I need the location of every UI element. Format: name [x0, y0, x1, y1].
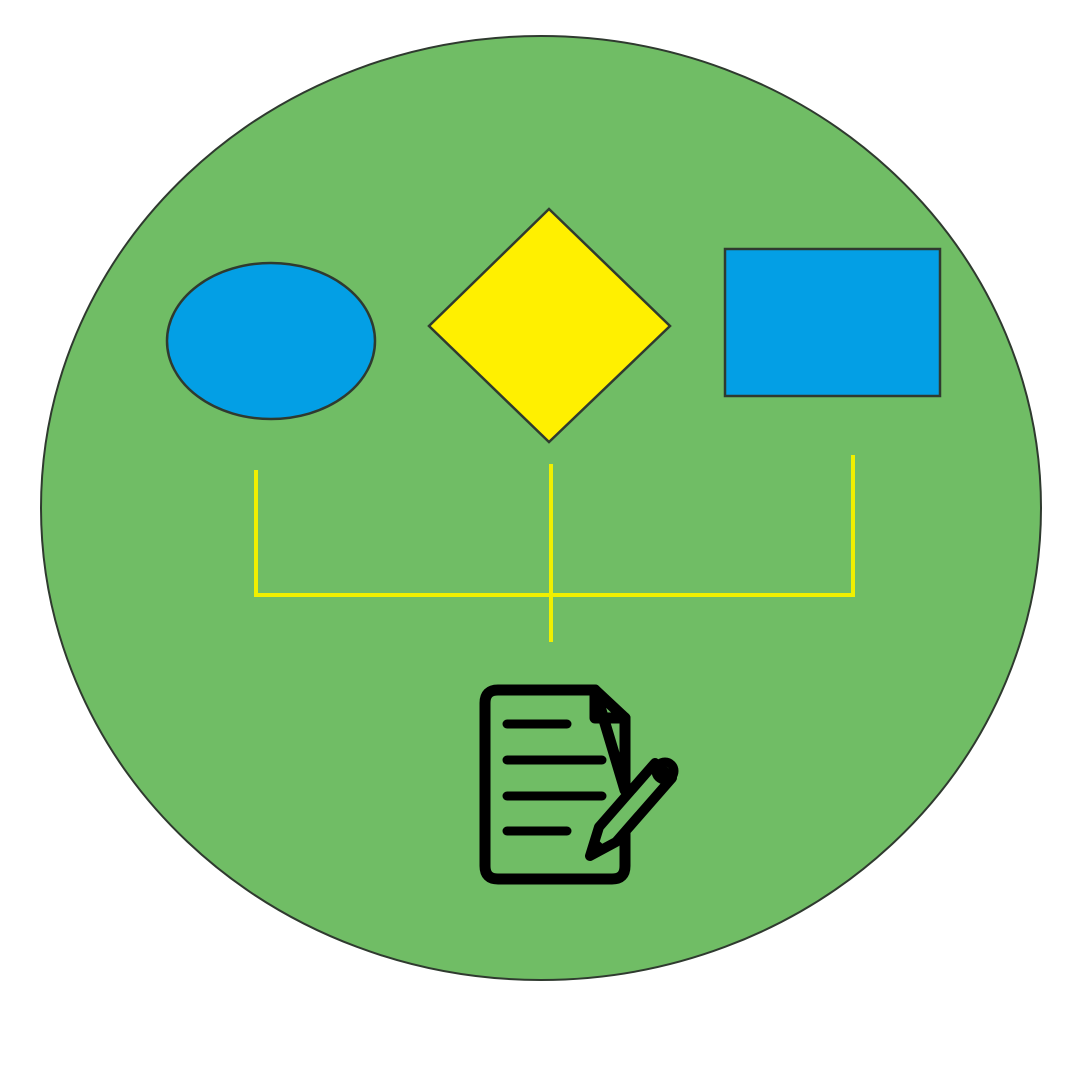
rectangle-shape	[723, 247, 942, 398]
document-outline	[479, 684, 631, 885]
connector-lines	[254, 455, 855, 642]
ellipse-shape	[165, 261, 377, 421]
pencil-icon	[585, 757, 679, 861]
document-text-lines	[502, 719, 607, 836]
bracket-connector	[254, 455, 855, 597]
document-corner-fold	[589, 684, 631, 724]
document-edit-icon	[479, 684, 679, 885]
pencil-tip	[590, 838, 608, 856]
pencil-eraser	[651, 757, 679, 785]
badge-circle	[40, 35, 1042, 981]
diamond-shape	[427, 207, 672, 444]
